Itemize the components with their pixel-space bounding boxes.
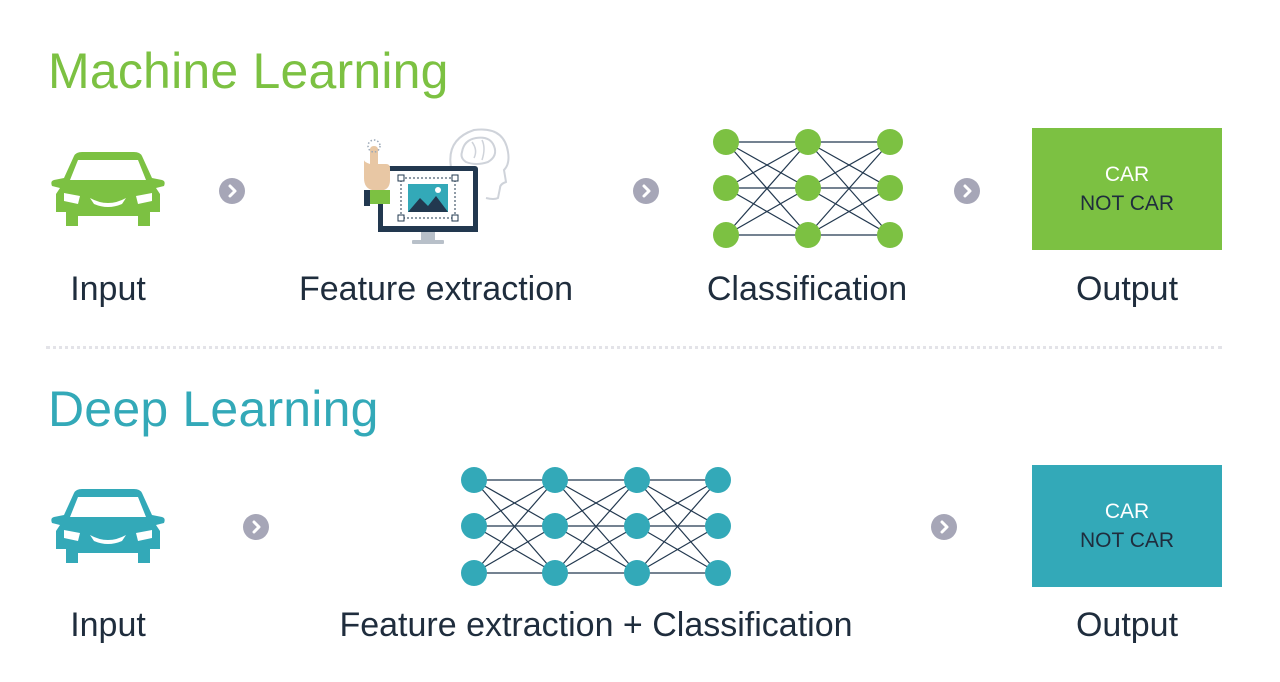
network-edge bbox=[473, 479, 556, 527]
ml-feature-label: Feature extraction bbox=[298, 270, 574, 308]
network-node bbox=[542, 467, 568, 493]
feature-extraction-icon bbox=[364, 128, 510, 244]
network-edge bbox=[554, 479, 638, 574]
ml-arrow-3 bbox=[954, 178, 980, 204]
network-edge bbox=[636, 525, 719, 574]
network-edge bbox=[807, 141, 891, 236]
ml-output-not-car: NOT CAR bbox=[1079, 192, 1175, 215]
network-node bbox=[713, 222, 739, 248]
network-node bbox=[877, 175, 903, 201]
ml-input-label: Input bbox=[70, 270, 146, 308]
chevron-right-icon bbox=[642, 184, 651, 198]
dl-output-box: CAR NOT CAR bbox=[1032, 465, 1222, 587]
dl-input-car-icon bbox=[51, 489, 165, 563]
dl-output-label: Output bbox=[1075, 606, 1179, 644]
network-node bbox=[542, 560, 568, 586]
dl-arrow-1 bbox=[243, 514, 269, 540]
ml-output-label: Output bbox=[1075, 270, 1179, 308]
ml-arrow-1 bbox=[219, 178, 245, 204]
network-edge bbox=[807, 141, 891, 189]
network-node bbox=[624, 513, 650, 539]
ml-input-car-icon bbox=[51, 152, 165, 226]
network-node bbox=[795, 129, 821, 155]
network-node bbox=[713, 129, 739, 155]
network-edge bbox=[725, 141, 809, 236]
network-node bbox=[624, 467, 650, 493]
network-node bbox=[461, 513, 487, 539]
dl-arrow-2 bbox=[931, 514, 957, 540]
ml-output-car: CAR bbox=[1104, 163, 1150, 186]
ml-output-box: CAR NOT CAR bbox=[1032, 128, 1222, 250]
dl-combined-label: Feature extraction + Classification bbox=[339, 606, 853, 644]
network-node bbox=[624, 560, 650, 586]
dl-output-not-car: NOT CAR bbox=[1079, 529, 1175, 552]
network-edge bbox=[554, 525, 638, 574]
chevron-right-icon bbox=[940, 520, 949, 534]
dl-section-title: Deep Learning bbox=[48, 381, 379, 437]
network-edge bbox=[554, 479, 638, 527]
dl-input-label: Input bbox=[70, 606, 146, 644]
network-node bbox=[461, 560, 487, 586]
network-node bbox=[877, 129, 903, 155]
dl-network-icon bbox=[461, 467, 731, 586]
chevron-right-icon bbox=[228, 184, 237, 198]
network-node bbox=[542, 513, 568, 539]
chevron-right-icon bbox=[252, 520, 261, 534]
dl-output-car: CAR bbox=[1104, 500, 1150, 523]
network-node bbox=[705, 560, 731, 586]
network-node bbox=[713, 175, 739, 201]
network-node bbox=[795, 175, 821, 201]
ml-section-title: Machine Learning bbox=[48, 43, 449, 99]
section-divider bbox=[46, 346, 1222, 349]
network-edge bbox=[473, 479, 556, 574]
network-edge bbox=[636, 479, 719, 574]
chevron-right-icon bbox=[963, 184, 972, 198]
network-edge bbox=[636, 479, 719, 527]
network-node bbox=[877, 222, 903, 248]
network-edge bbox=[807, 187, 891, 236]
ml-classification-label: Classification bbox=[706, 270, 908, 308]
network-node bbox=[705, 467, 731, 493]
network-node bbox=[795, 222, 821, 248]
network-edge bbox=[473, 525, 556, 574]
network-edge bbox=[725, 141, 809, 189]
ml-arrow-2 bbox=[633, 178, 659, 204]
network-node bbox=[705, 513, 731, 539]
network-node bbox=[461, 467, 487, 493]
ml-classification-network-icon bbox=[713, 129, 903, 248]
network-edge bbox=[725, 187, 809, 236]
